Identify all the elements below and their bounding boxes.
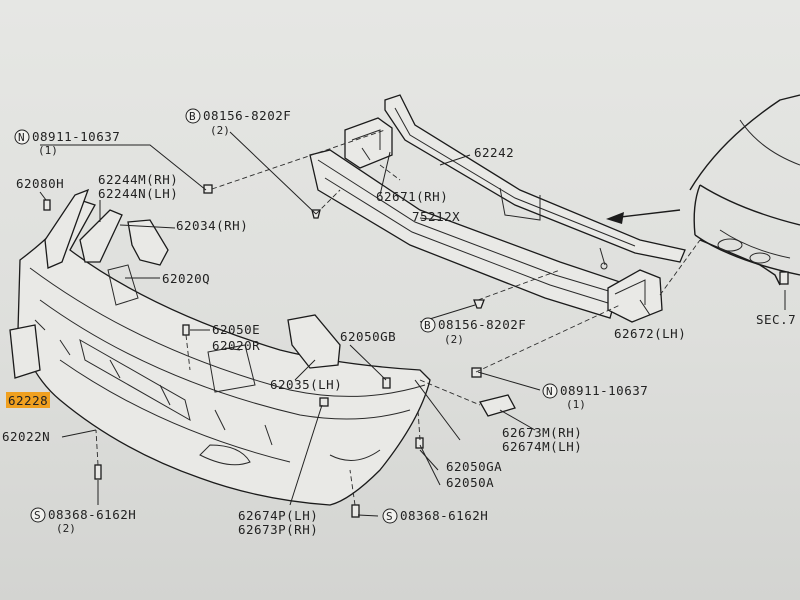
label-08911-lower: 08911-10637 [560,383,648,398]
assembly-arrow-line [611,209,681,219]
label-62050a: 62050A [446,475,494,490]
qty-08911-lower: (1) [566,398,586,411]
screw-08368-right [351,504,360,518]
label-sec7: SEC.7 [756,312,796,327]
label-62020r: 62020R [212,338,260,353]
bracket-62673m [479,394,516,417]
qty-08156-lower: (2) [444,333,464,346]
screw-symbol [30,507,46,523]
bracket-62672 [607,269,663,323]
qty-08368-left: (2) [56,522,76,535]
label-08911-upper: 08911-10637 [32,129,120,144]
assembly-lines [95,129,701,506]
screw-symbol-letter: S [386,510,393,523]
seal-62020r [207,344,256,393]
label-62674p: 62674P(LH) [238,508,318,523]
bracket-62244 [79,209,123,263]
leader-lines [39,131,786,517]
label-62080h: 62080H [16,176,64,191]
label-62672: 62672(LH) [614,326,686,341]
label-08156-upper: 08156-8202F [203,108,291,123]
nut-symbol-letter: N [546,385,553,398]
car-body-outline [689,94,800,286]
label-62020q: 62020Q [162,271,210,286]
label-62050gb: 62050GB [340,329,396,344]
clip-62080h [43,199,51,211]
label-62673p: 62673P(RH) [238,522,318,537]
screw-08368-left [94,464,102,480]
label-75212x: 75212X [412,209,460,224]
label-62050ga: 62050GA [446,459,502,474]
seal-62020q [107,264,139,306]
label-62228: 62228 [8,393,48,408]
clip-62050gb [382,377,391,389]
label-62244m: 62244M(RH) [98,172,178,187]
nut-symbol [542,383,558,399]
label-62035: 62035(LH) [270,377,342,392]
nut-symbol-letter: N [18,131,25,144]
side-bracket-62080h [44,188,90,269]
qty-08156-upper: (2) [210,124,230,137]
bolt-symbol [185,108,201,124]
label-62034: 62034(RH) [176,218,248,233]
part-62228 [9,324,41,379]
label-08368-left: 08368-6162H [48,507,136,522]
label-62674m: 62674M(LH) [502,439,582,454]
cover-62034 [127,219,169,266]
bracket-62671 [344,117,393,169]
label-62671: 62671(RH) [376,189,448,204]
clip-sec7 [779,271,789,285]
upper-reinforcement-62242 [384,94,686,270]
label-62022n: 62022N [2,429,50,444]
cover-62035 [287,314,341,369]
bolt-08156-lower [473,299,485,309]
label-62673m: 62673M(RH) [502,425,582,440]
clip-62674p [319,397,329,407]
screw-symbol [382,508,398,524]
bolt-symbol [420,317,436,333]
label-62244n: 62244N(LH) [98,186,178,201]
clip-62050e [182,324,190,336]
clip-62050ga [415,437,424,449]
label-08156-lower: 08156-8202F [438,317,526,332]
label-62242: 62242 [474,145,514,160]
label-08368-right: 08368-6162H [400,508,488,523]
highlight-62228 [6,392,50,408]
assembly-arrow-head [606,212,624,224]
screw-symbol-letter: S [34,509,41,522]
nut-symbol [14,129,30,145]
bolt-symbol-letter: B [189,110,196,123]
label-62050e: 62050E [212,322,260,337]
qty-08911-upper: (1) [38,144,58,157]
bolt-symbol-letter: B [424,319,431,332]
